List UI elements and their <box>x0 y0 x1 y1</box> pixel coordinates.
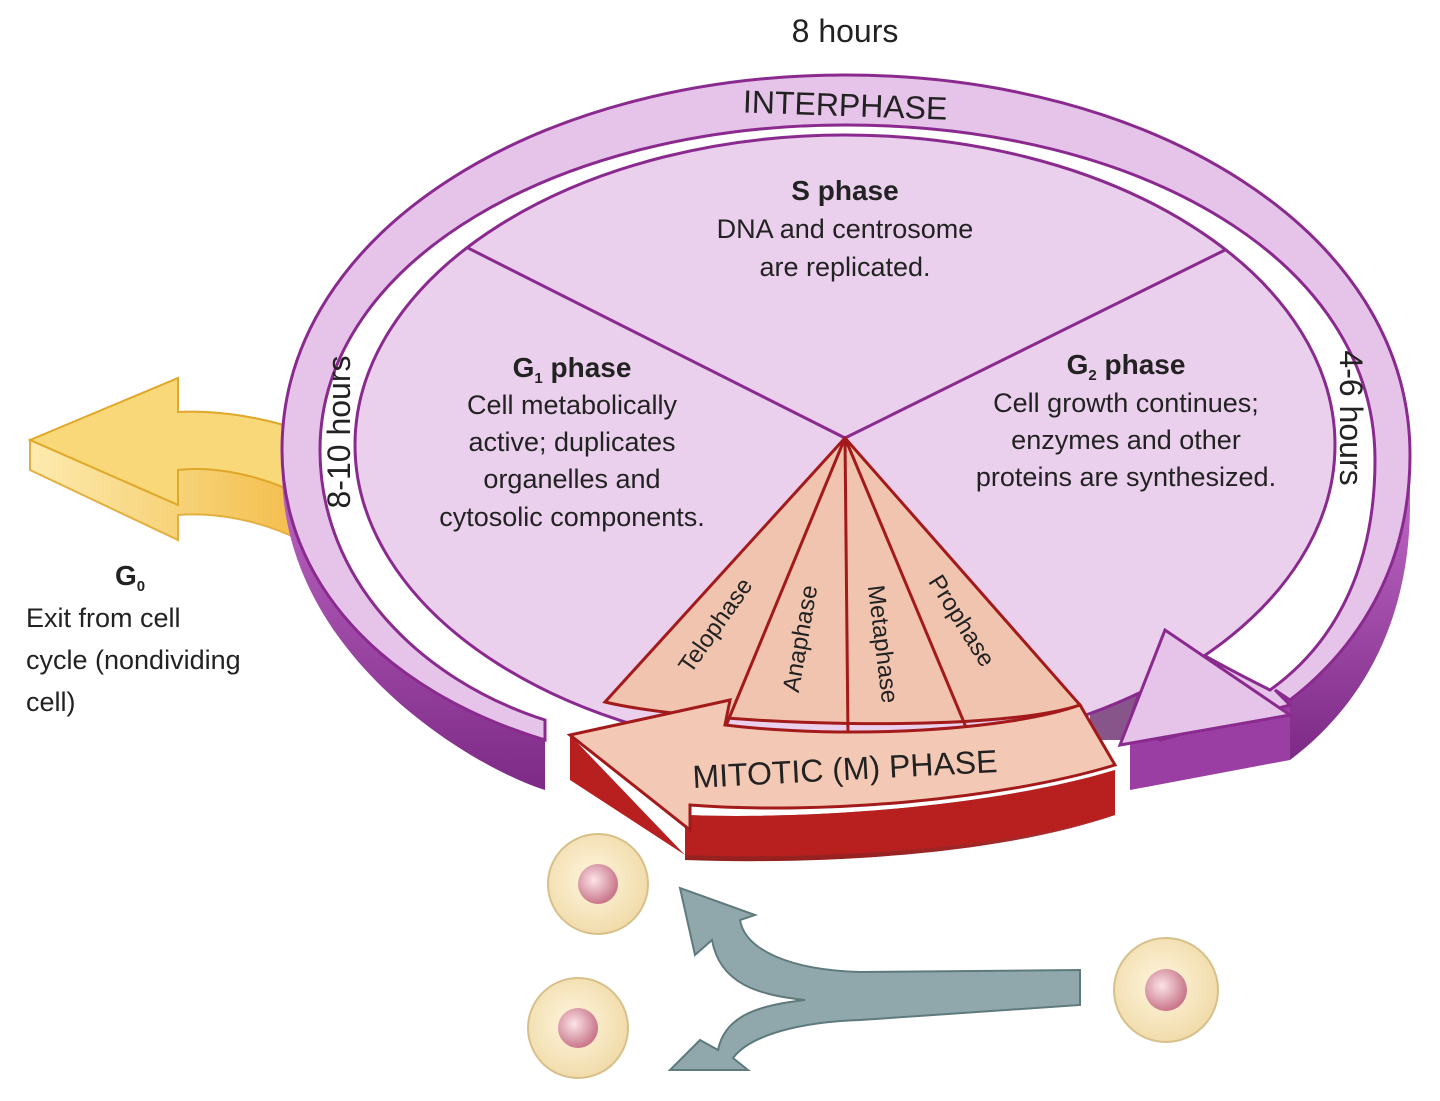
g0-line-2: cycle (nondividing <box>26 645 241 675</box>
g1-phase-line-3: organelles and <box>483 464 660 494</box>
cell-bottom-left <box>527 977 629 1079</box>
g1-phase-title: G1 phase <box>513 352 632 387</box>
g1-phase-line-1: Cell metabolically <box>467 390 678 420</box>
cell-top-left <box>547 833 649 935</box>
duration-left-label: 8-10 hours <box>321 356 357 509</box>
g0-line-1: Exit from cell <box>26 603 181 633</box>
g2-phase-line-2: enzymes and other <box>1011 425 1241 455</box>
g0-title: G0 <box>115 560 145 595</box>
interphase-arrowhead <box>1117 627 1294 747</box>
g2-phase-line-1: Cell growth continues; <box>993 388 1259 418</box>
g2-phase-block: G2 phase Cell growth continues; enzymes … <box>976 349 1276 492</box>
duration-top-label: 8 hours <box>792 13 899 49</box>
division-arrow <box>667 886 1081 1071</box>
s-phase-block: S phase DNA and centrosome are replicate… <box>717 175 974 282</box>
g2-phase-line-3: proteins are synthesized. <box>976 462 1276 492</box>
g0-block: G0 Exit from cell cycle (nondividing cel… <box>26 560 241 717</box>
duration-right-label: 4-6 hours <box>1333 350 1369 485</box>
interphase-label: INTERPHASE <box>742 83 948 126</box>
phase-dividers <box>467 246 1226 440</box>
mitosis-fan <box>602 435 1083 739</box>
s-phase-title: S phase <box>791 175 898 206</box>
g1-phase-line-4: cytosolic components. <box>439 502 705 532</box>
g2-phase-title: G2 phase <box>1067 349 1186 384</box>
g1-phase-line-2: active; duplicates <box>468 427 675 457</box>
s-phase-line-1: DNA and centrosome <box>717 214 974 244</box>
cell-right <box>1113 937 1219 1043</box>
g0-line-3: cell) <box>26 687 76 717</box>
g1-phase-block: G1 phase Cell metabolically active; dupl… <box>439 352 705 532</box>
g0-exit-arrow <box>27 376 301 542</box>
mitotic-arrow <box>566 698 1118 862</box>
s-phase-line-2: are replicated. <box>759 252 930 282</box>
